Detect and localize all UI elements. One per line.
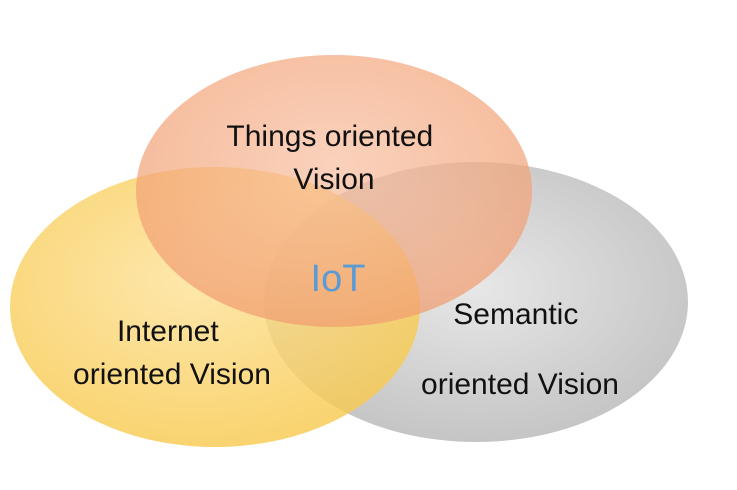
iot-label: IoT [311, 258, 366, 300]
semantic-vision-label-line2: oriented Vision [421, 368, 619, 401]
semantic-vision-label: Semantic oriented Vision [421, 298, 619, 401]
things-vision-circle [136, 55, 532, 327]
things-vision-label: Things oriented Vision [226, 120, 441, 196]
internet-vision-label-line2: oriented Vision [73, 358, 271, 391]
internet-vision-label-line1: Internet [117, 315, 219, 348]
semantic-vision-label-line1: Semantic [453, 298, 578, 331]
things-vision-label-line1: Things oriented [226, 120, 433, 153]
internet-vision-label: Internet oriented Vision [73, 315, 271, 391]
things-vision-label-line2: Vision [293, 163, 374, 196]
